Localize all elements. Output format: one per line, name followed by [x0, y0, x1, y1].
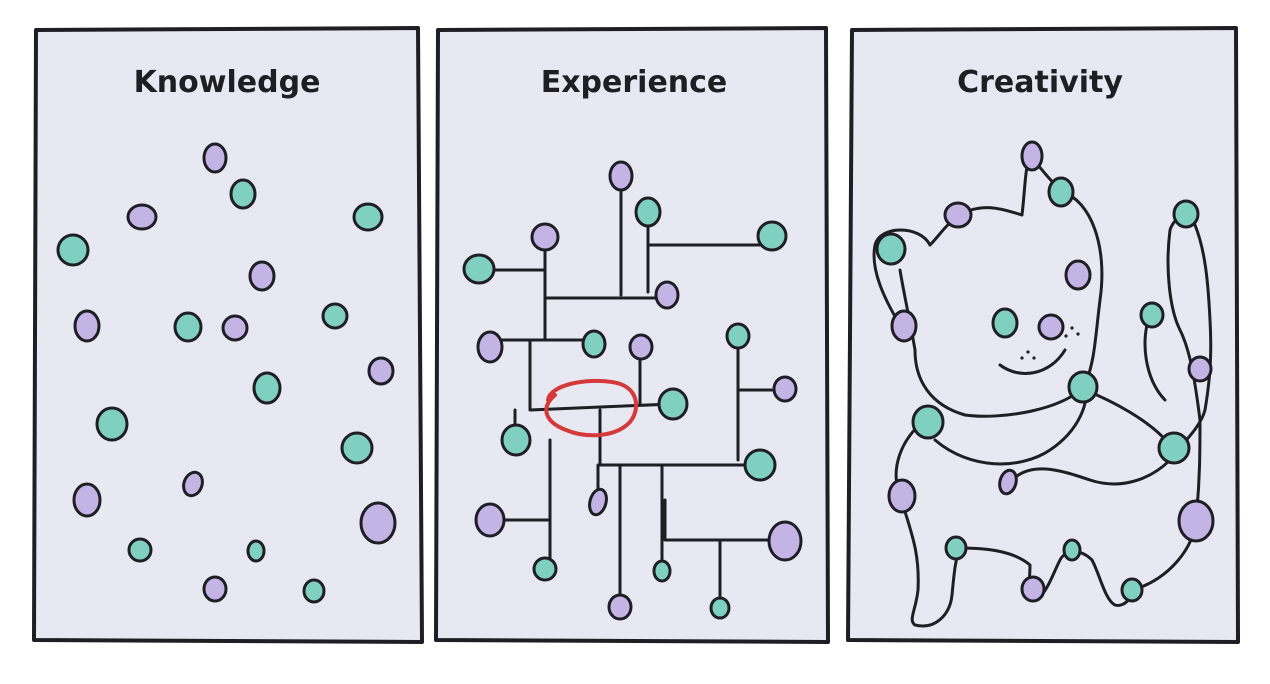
teal-dot	[652, 559, 672, 583]
teal-dot	[709, 596, 731, 620]
teal-dot	[1067, 370, 1099, 404]
dot-group	[462, 160, 803, 621]
purple-dot	[474, 502, 506, 538]
teal-dot	[756, 220, 788, 252]
purple-dot	[1177, 499, 1215, 543]
teal-dot	[352, 202, 384, 232]
teal-dot	[1172, 199, 1200, 229]
teal-dot	[875, 232, 907, 266]
purple-dot	[588, 487, 608, 517]
purple-dot	[1020, 575, 1046, 603]
teal-dot	[1139, 301, 1165, 329]
teal-dot	[1047, 176, 1075, 208]
purple-dot	[998, 468, 1018, 496]
teal-dot	[911, 404, 945, 440]
teal-dot	[725, 322, 751, 350]
purple-dot	[476, 330, 504, 364]
purple-dot	[126, 203, 158, 231]
purple-dot	[1037, 313, 1065, 341]
purple-dot	[1187, 355, 1213, 383]
panel-knowledge: Knowledge	[32, 26, 424, 644]
purple-dot	[1064, 259, 1092, 291]
purple-dot	[72, 482, 102, 518]
teal-dot	[532, 556, 558, 582]
panel-frame	[434, 26, 830, 644]
purple-dot	[367, 356, 395, 386]
teal-dot	[56, 233, 90, 267]
purple-dot	[221, 314, 249, 342]
purple-dot	[890, 309, 918, 343]
panel-title: Knowledge	[134, 65, 321, 100]
purple-dot	[182, 470, 204, 498]
teal-dot	[302, 578, 326, 604]
teal-dot	[1062, 538, 1082, 562]
purple-dot	[202, 575, 228, 603]
purple-dot	[1020, 140, 1044, 172]
purple-dot	[607, 593, 633, 621]
purple-dot	[943, 201, 973, 229]
purple-dot	[628, 333, 654, 361]
teal-dot	[1157, 431, 1191, 465]
teal-dot	[127, 537, 153, 563]
teal-dot	[657, 387, 689, 421]
teal-dot	[462, 253, 496, 285]
teal-dot	[340, 431, 374, 465]
purple-dot	[767, 520, 803, 562]
teal-dot	[229, 178, 257, 210]
purple-dot	[654, 280, 680, 310]
teal-dot	[173, 311, 203, 343]
dot-group	[56, 142, 397, 604]
highlight-circle	[544, 378, 638, 438]
purple-dot	[359, 501, 397, 545]
purple-dot	[202, 142, 228, 174]
purple-dot	[248, 260, 276, 292]
purple-dot	[73, 309, 101, 343]
purple-dot	[887, 478, 917, 514]
teal-dot	[321, 302, 349, 330]
bear-whisker-dots	[1020, 326, 1080, 360]
teal-dot	[991, 307, 1019, 339]
teal-dot	[944, 535, 968, 561]
panel-experience: Experience	[434, 26, 830, 644]
teal-dot	[95, 406, 129, 442]
panel-title: Experience	[541, 65, 728, 100]
teal-dot	[252, 371, 282, 405]
teal-dot	[1120, 577, 1144, 603]
teal-dot	[743, 448, 777, 482]
teal-dot	[500, 423, 532, 457]
panel-title: Creativity	[957, 65, 1123, 100]
purple-dot	[608, 160, 634, 192]
teal-dot	[246, 539, 266, 563]
purple-dot	[530, 222, 560, 252]
teal-dot	[634, 196, 662, 228]
dot-group	[875, 140, 1215, 603]
panel-creativity: Creativity	[846, 26, 1240, 644]
purple-dot	[772, 375, 798, 403]
teal-dot	[581, 329, 607, 359]
